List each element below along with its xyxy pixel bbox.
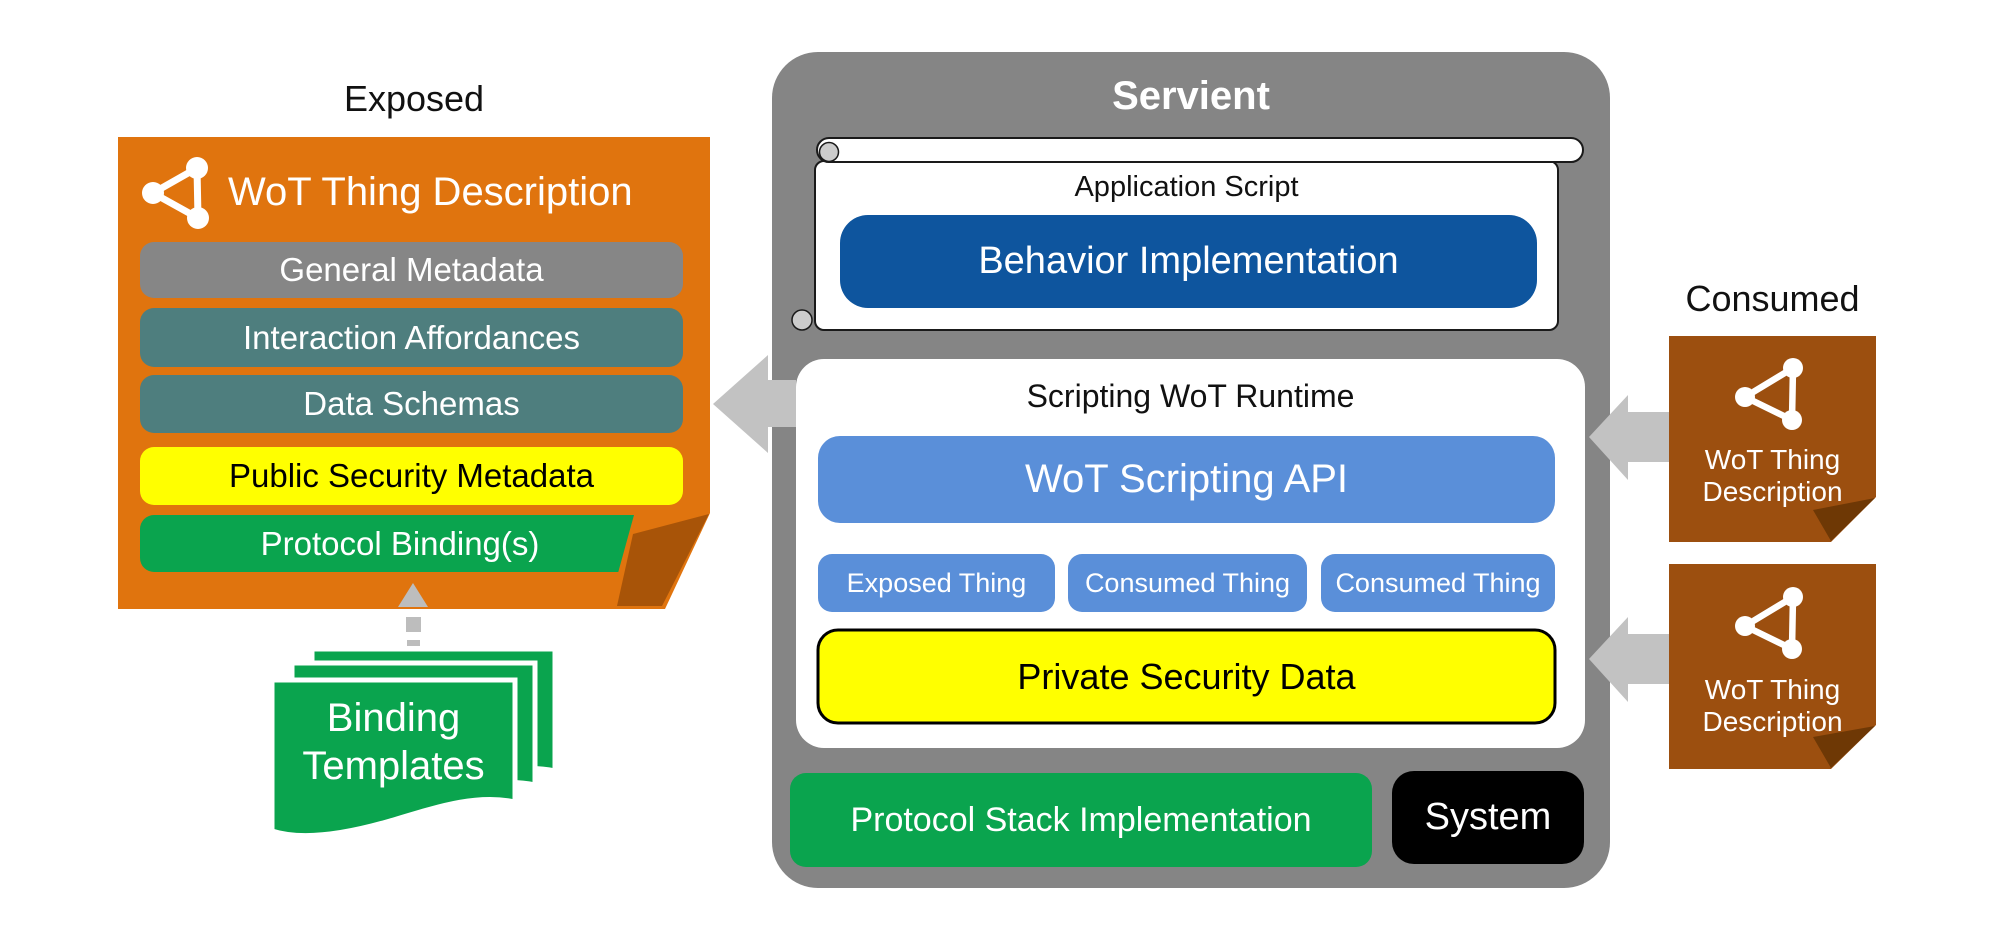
exposed-td-arrow: [713, 355, 796, 453]
consumed-thing-box-2: [1321, 554, 1555, 612]
wot-logo-icon: [1735, 587, 1803, 659]
consumed-thing-box-1: [1068, 554, 1307, 612]
wot-scripting-api-box: [818, 436, 1555, 523]
binding-templates-stack: [269, 646, 558, 839]
protocol-bindings-box: [140, 515, 634, 572]
consumed-td-box-2: [1669, 564, 1876, 769]
consumed-td-fold-2: [1813, 726, 1875, 768]
exposed-thing-box: [818, 554, 1055, 612]
wot-logo-icon: [1735, 358, 1803, 430]
interaction-affordances-box: [140, 308, 683, 367]
private-security-data-box: [816, 628, 1557, 725]
scroll-top-roll: [816, 137, 1584, 163]
consumed-td-box-1: [1669, 336, 1876, 542]
consumed-td-arrow-1: [1589, 395, 1669, 480]
up-dashed-arrow: [398, 583, 428, 646]
binding-template-page-1: [269, 677, 518, 839]
scroll-curl-bottom-left: [791, 309, 813, 331]
consumed-td-fold-1: [1813, 498, 1875, 541]
behavior-implementation-box: [840, 215, 1537, 308]
consumed-td-arrow-2: [1589, 617, 1669, 702]
system-box: [1392, 771, 1584, 864]
scroll-curl-top-left: [818, 141, 840, 163]
public-security-metadata-box: [140, 447, 683, 505]
data-schemas-box: [140, 375, 683, 433]
orange-panel-fold-flap: [617, 514, 709, 606]
general-metadata-box: [140, 242, 683, 298]
protocol-stack-box: [790, 773, 1372, 867]
wot-logo-icon: [142, 157, 209, 229]
